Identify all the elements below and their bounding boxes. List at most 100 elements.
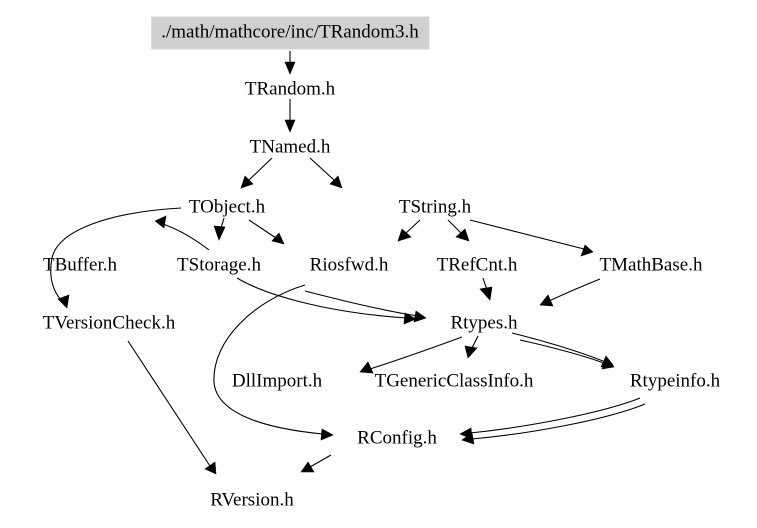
graph-node-label: TMathBase.h: [599, 254, 703, 276]
graph-node-label: TNamed.h: [249, 136, 331, 158]
edge-trefcnt-to-rtypes: [479, 277, 493, 301]
edge-line: [548, 278, 601, 302]
edge-line: [511, 332, 604, 362]
edge-tobject-to-riosfwd: [248, 219, 285, 245]
arrowhead-icon: [601, 357, 615, 370]
edge-root-to-trandom: [284, 51, 296, 75]
edge-line: [220, 217, 225, 229]
graph-node-label: TString.h: [398, 196, 472, 218]
arrowhead-icon: [359, 361, 374, 374]
graph-node-trefcnt[interactable]: TRefCnt.h: [437, 256, 518, 275]
graph-node-label: TRefCnt.h: [436, 254, 518, 276]
graph-node-trandom[interactable]: TRandom.h: [245, 80, 335, 99]
graph-node-tmathbase[interactable]: TMathBase.h: [600, 256, 703, 275]
edge-line: [162, 223, 210, 251]
edge-line: [469, 397, 641, 434]
arrowhead-icon: [461, 432, 475, 445]
graph-node-label: TGenericClassInfo.h: [374, 370, 534, 392]
arrowhead-icon: [284, 119, 296, 133]
edge-line: [471, 335, 479, 349]
edge-line: [369, 336, 463, 370]
edge-line: [304, 290, 419, 317]
arrowhead-icon: [413, 310, 427, 323]
graph-node-label: TStorage.h: [177, 254, 261, 276]
arrowhead-icon: [459, 427, 473, 440]
graph-node-rversion[interactable]: RVersion.h: [210, 491, 293, 510]
edge-line: [405, 219, 421, 234]
graph-node-label: ./math/mathcore/inc/TRandom3.h: [161, 21, 419, 43]
edge-line: [471, 403, 646, 440]
edge-trandom-to-tnamed: [284, 99, 296, 133]
graph-node-label: RVersion.h: [210, 489, 294, 511]
graph-node-label: Rtypeinfo.h: [629, 370, 721, 392]
arrowhead-icon: [57, 294, 70, 309]
graph-node-tnamed[interactable]: TNamed.h: [250, 138, 331, 157]
arrowhead-icon: [539, 294, 554, 307]
arrowhead-icon: [213, 225, 226, 241]
edge-tnamed-to-tstring: [309, 157, 343, 189]
graph-node-rconfig[interactable]: RConfig.h: [357, 429, 437, 448]
edge-line: [309, 454, 332, 468]
graph-node-root[interactable]: ./math/mathcore/inc/TRandom3.h: [151, 16, 429, 50]
edge-line: [469, 219, 585, 250]
edge-line: [519, 339, 605, 364]
arrowhead-icon: [580, 244, 594, 257]
graph-node-label: TBuffer.h: [42, 254, 118, 276]
graph-node-label: DllImport.h: [231, 370, 323, 392]
graph-node-label: RConfig.h: [357, 427, 437, 449]
edge-tnamed-to-tobject: [240, 157, 273, 189]
graph-node-riosfwd[interactable]: Riosfwd.h: [310, 256, 389, 275]
edge-tstring-to-tmathbase: [469, 219, 594, 257]
arrowhead-icon: [240, 175, 254, 189]
edge-rtypeinfo-to-rconfig: [459, 397, 641, 440]
edge-line: [482, 277, 488, 291]
edge-rconfig-to-rversion: [300, 454, 332, 473]
edge-tmathbase-to-rtypes: [539, 278, 601, 307]
edge-line: [213, 284, 324, 435]
edge-line: [447, 219, 462, 234]
arrowhead-icon: [204, 461, 217, 475]
edge-tstring-to-trefcnt: [447, 219, 470, 242]
graph-node-dllimport[interactable]: DllImport.h: [232, 372, 322, 391]
graph-node-tgeneric[interactable]: TGenericClassInfo.h: [375, 372, 534, 391]
graph-node-label: TVersionCheck.h: [42, 312, 176, 334]
graph-node-tstorage[interactable]: TStorage.h: [177, 256, 261, 275]
graph-node-label: TObject.h: [188, 196, 266, 218]
graph-node-label: Rtypes.h: [450, 312, 518, 334]
arrowhead-icon: [284, 61, 296, 75]
graph-node-tobject[interactable]: TObject.h: [189, 198, 265, 217]
edge-rtypes-to-rtypeinfo: [511, 332, 614, 368]
edge-tstorage-to-tbuffer: [154, 215, 210, 251]
graph-node-tstring[interactable]: TString.h: [399, 198, 471, 217]
edge-tstring-to-riosfwd: [397, 219, 421, 242]
edge-riosfwd-to-rconfig: [213, 284, 334, 441]
arrowhead-icon: [320, 428, 334, 441]
arrowhead-icon: [479, 286, 493, 301]
graph-node-rtypeinfo[interactable]: Rtypeinfo.h: [630, 372, 720, 391]
edge-tgeneric-to-rtypeinfo: [519, 339, 615, 370]
edge-tobject-to-tstorage: [213, 217, 226, 241]
edge-line: [309, 157, 335, 181]
arrowhead-icon: [329, 175, 343, 189]
graph-node-label: TRandom.h: [244, 78, 336, 100]
graph-node-label: Riosfwd.h: [309, 254, 389, 276]
graph-node-rtypes[interactable]: Rtypes.h: [450, 314, 517, 333]
arrowhead-icon: [300, 461, 315, 473]
edge-riosfwd-to-rtypes: [304, 290, 427, 323]
arrowhead-icon: [271, 232, 285, 245]
edge-tstorage-to-rtypes: [236, 277, 417, 325]
edge-tversion-to-rversion: [127, 340, 217, 475]
edge-rtypeinfo-to-rconfig: [461, 403, 646, 445]
arrowhead-icon: [600, 355, 614, 368]
edge-line: [248, 219, 277, 239]
arrowhead-icon: [154, 215, 167, 229]
edge-rtypes-to-tgeneric: [464, 335, 479, 359]
edge-line: [127, 340, 211, 467]
arrowhead-icon: [403, 312, 417, 325]
graph-node-tversion[interactable]: TVersionCheck.h: [43, 314, 175, 333]
arrowhead-icon: [397, 228, 412, 242]
graph-node-tbuffer[interactable]: TBuffer.h: [43, 256, 117, 275]
edge-line: [248, 157, 273, 181]
arrowhead-icon: [464, 345, 478, 359]
